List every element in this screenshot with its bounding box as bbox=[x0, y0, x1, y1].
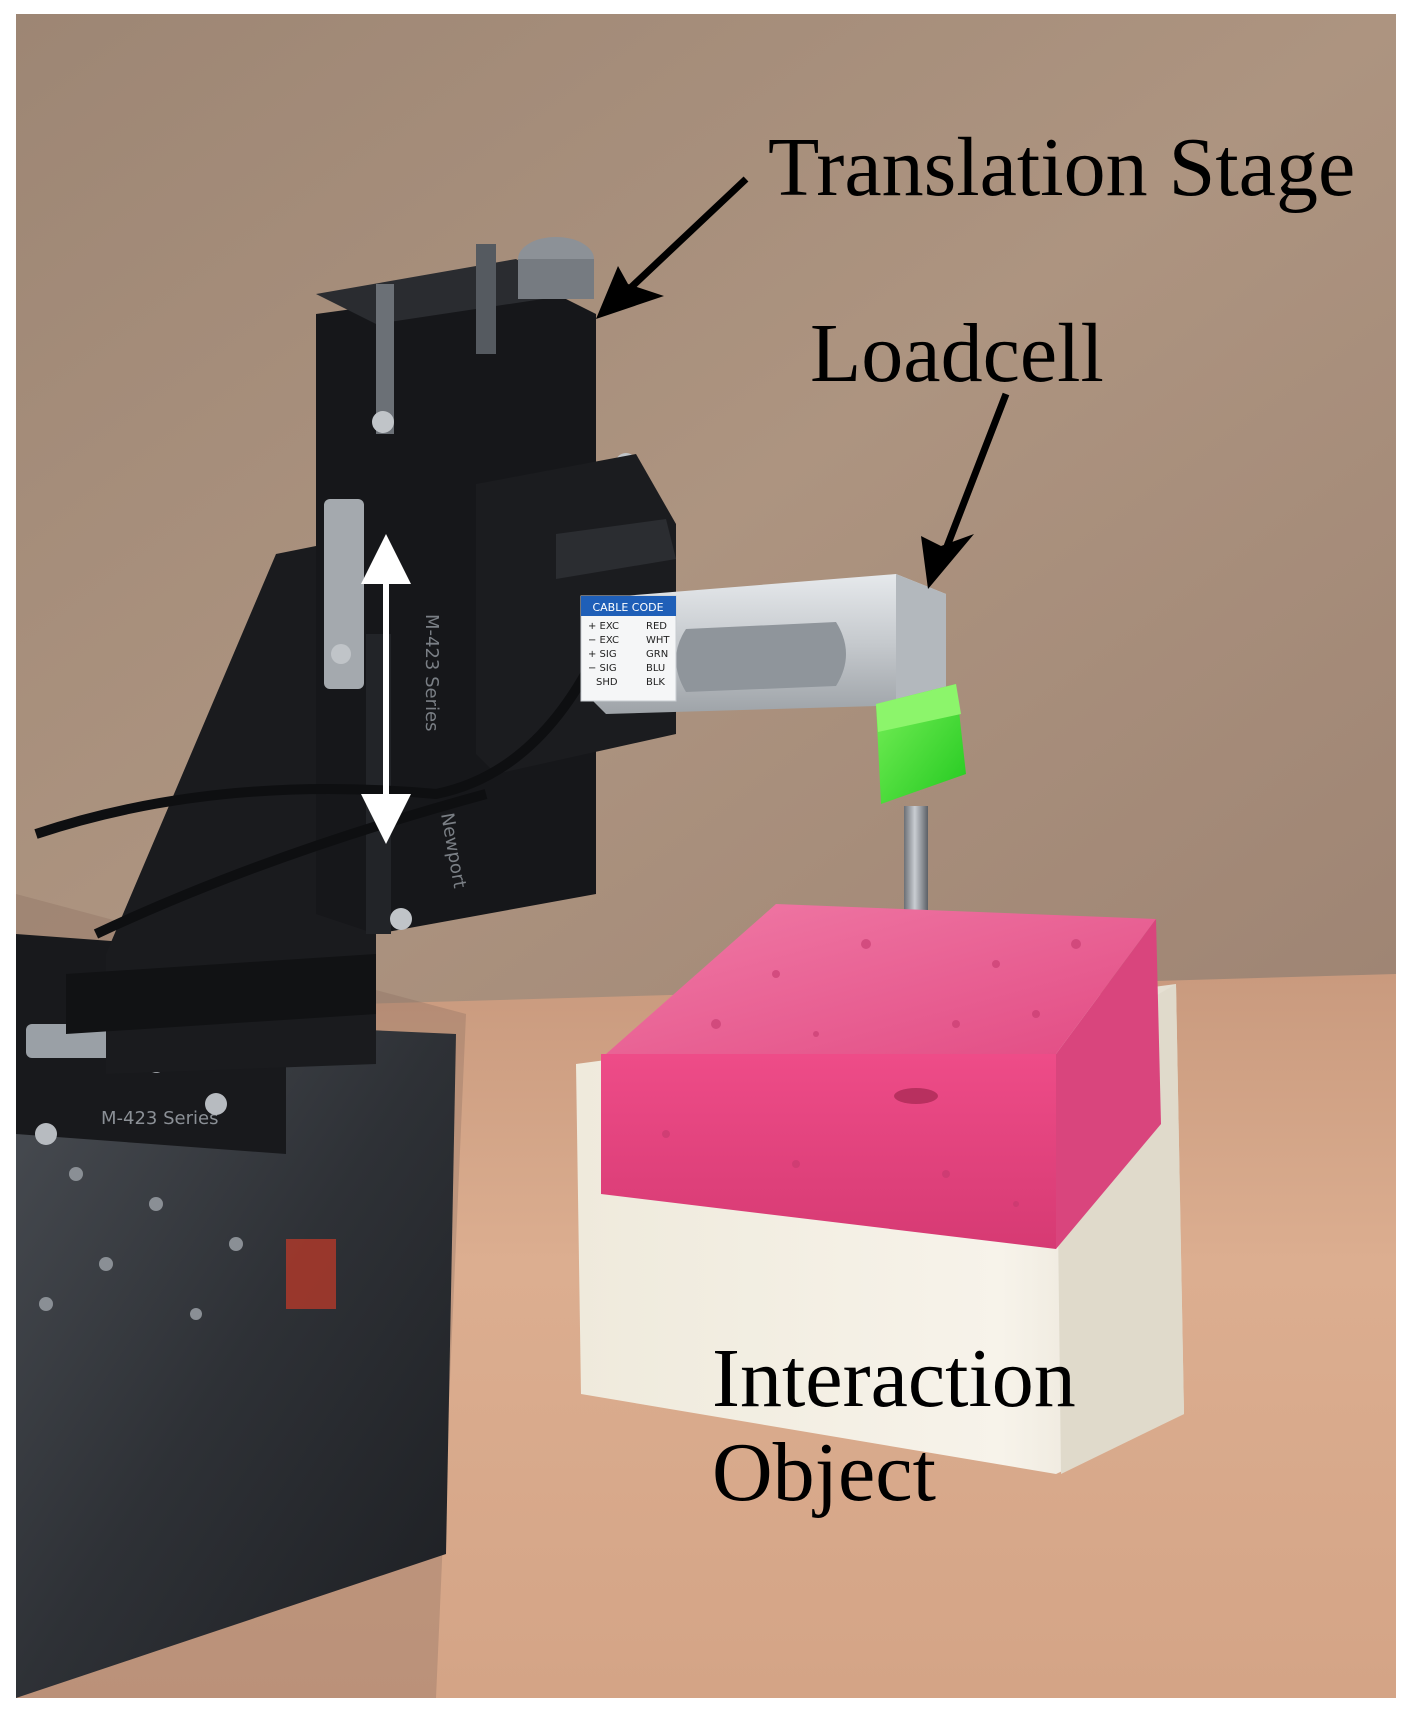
stage-rail bbox=[376, 284, 394, 434]
arrow-loadcell bbox=[921, 392, 1010, 589]
green-adapter-top bbox=[876, 684, 961, 732]
upper-series-text: M-423 Series bbox=[421, 614, 442, 731]
bracket-base bbox=[66, 954, 376, 1034]
probe-indent bbox=[894, 1088, 938, 1104]
arrow-translation-stage bbox=[596, 176, 749, 319]
pink-sponge-side bbox=[1056, 919, 1161, 1249]
sticker-row-left: SHD bbox=[596, 677, 618, 688]
interaction-object-label-line1: Interaction bbox=[712, 1332, 1076, 1425]
lower-series-text: M-423 Series bbox=[101, 1108, 218, 1129]
cable-code-sticker: CABLE CODE + EXC RED − EXC WHT + SIG GRN… bbox=[580, 595, 677, 702]
sticker-row-right: BLK bbox=[646, 677, 665, 688]
sticker-row-right: RED bbox=[646, 621, 667, 632]
stage-side-plate bbox=[324, 499, 364, 689]
plate-holes bbox=[39, 1167, 243, 1320]
loadcell-label: Loadcell bbox=[810, 307, 1104, 400]
sticker-row-left: − EXC bbox=[588, 635, 619, 646]
sponge-pores bbox=[662, 939, 1081, 1207]
sticker-row-left: + SIG bbox=[588, 649, 617, 660]
sticker-row-right: GRN bbox=[646, 649, 668, 660]
motion-double-arrow bbox=[361, 534, 411, 844]
sticker-row-left: − SIG bbox=[588, 663, 617, 674]
loadcell-mount-top bbox=[556, 519, 676, 579]
interaction-object-label-line2: Object bbox=[712, 1426, 936, 1520]
pink-sponge-top bbox=[606, 904, 1156, 1054]
stage-rail-2 bbox=[476, 244, 496, 354]
breadboard-plate bbox=[16, 1014, 456, 1698]
sticker-row-right: WHT bbox=[646, 635, 670, 646]
support-bracket bbox=[106, 534, 376, 1074]
photo: M-423 Series M-423 Series Newport C bbox=[16, 14, 1396, 1698]
sticker-row-left: + EXC bbox=[588, 621, 619, 632]
loadcell-slot bbox=[676, 622, 846, 692]
pink-sponge-front bbox=[601, 1054, 1056, 1249]
translation-stage-label: Translation Stage bbox=[768, 121, 1356, 214]
photo-scene: M-423 Series M-423 Series Newport C bbox=[16, 14, 1396, 1698]
plate-sticker bbox=[286, 1239, 336, 1309]
loadcell-end bbox=[896, 574, 946, 704]
sticker-row-right: BLU bbox=[646, 663, 665, 674]
loadcell-cable-2 bbox=[93, 789, 488, 939]
interaction-object-label: Interaction Object bbox=[712, 1332, 1076, 1520]
loadcell-cable bbox=[34, 651, 601, 839]
micrometer-knob-side bbox=[518, 259, 594, 299]
sticker-title: CABLE CODE bbox=[592, 601, 663, 614]
